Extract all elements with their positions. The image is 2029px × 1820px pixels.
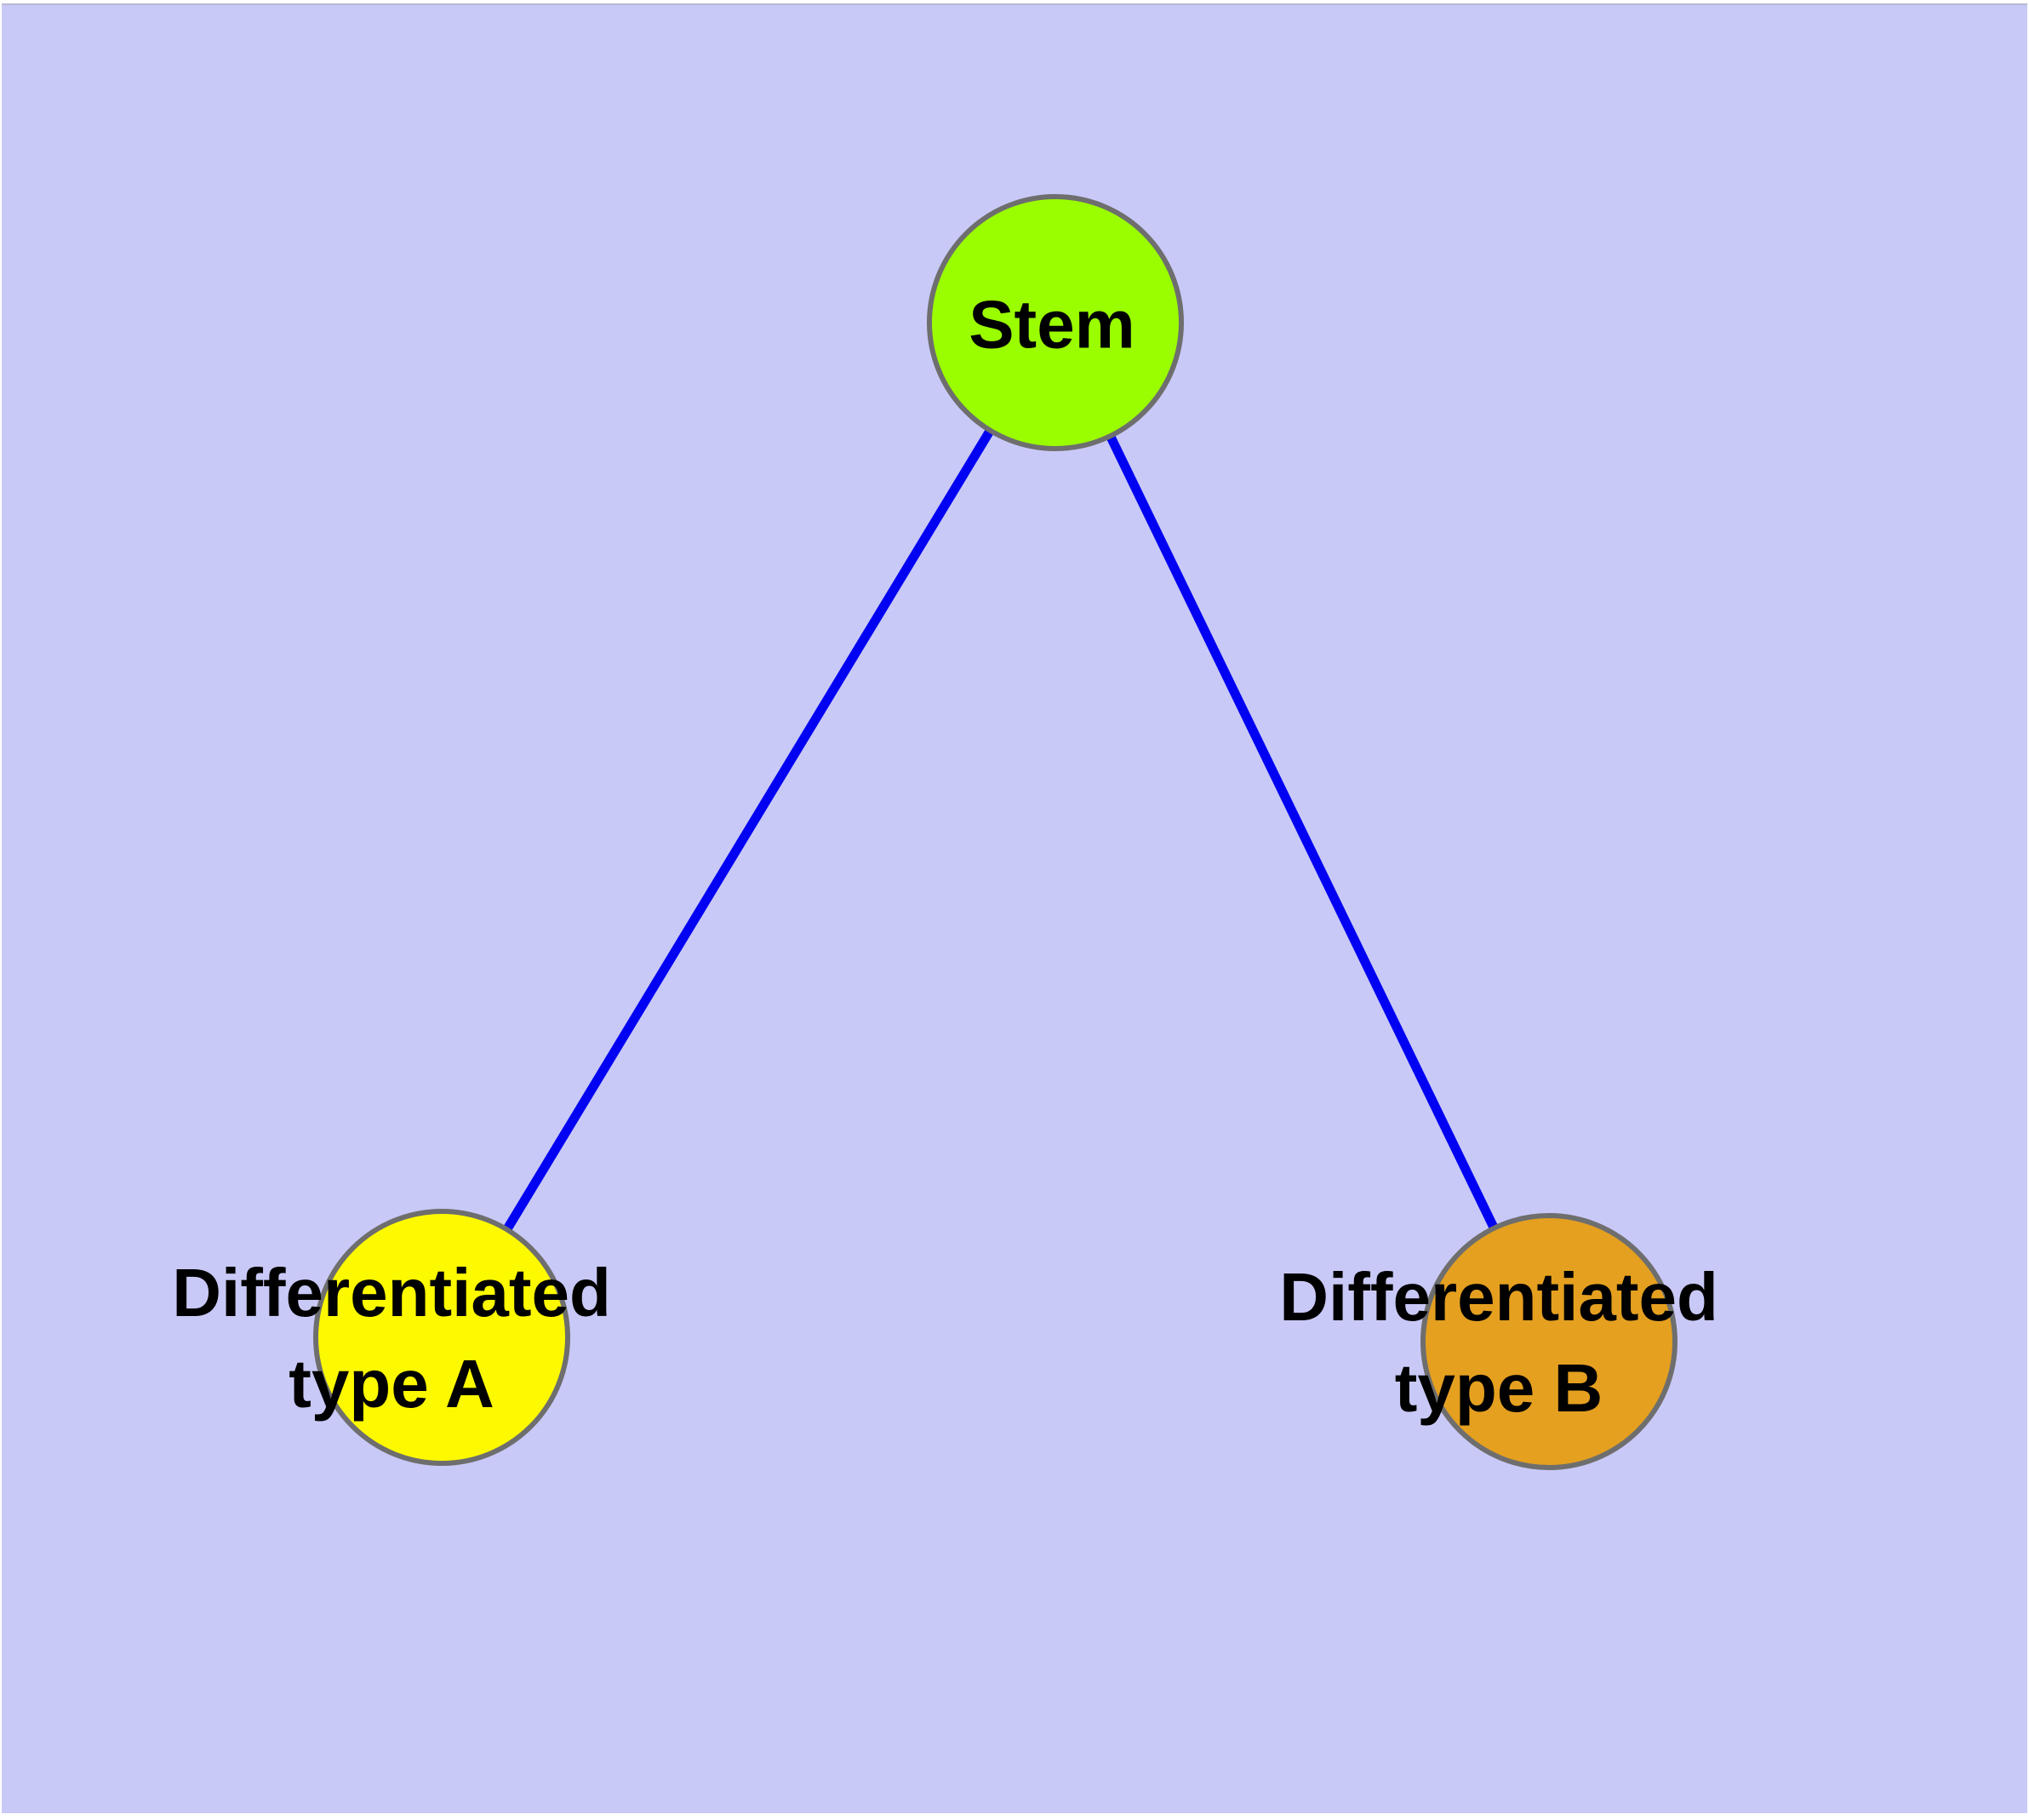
node-differentiated-type-a-label-line-1: Differentiated (172, 1255, 611, 1331)
node-differentiated-type-b-label-line-1: Differentiated (1279, 1259, 1718, 1335)
node-stem-label: Stem (969, 279, 1135, 370)
node-differentiated-type-a-label-line-2: type A (289, 1346, 494, 1422)
node-differentiated-type-a (313, 1209, 570, 1466)
edge-stem-to-type-a (437, 320, 1060, 1340)
node-differentiated-type-a-label: Differentiated type A (172, 1247, 611, 1429)
node-differentiated-type-b-label-line-2: type B (1394, 1350, 1603, 1426)
edge-stem-to-type-b (1051, 320, 1553, 1344)
edges-layer (437, 320, 1553, 1344)
node-stem (927, 194, 1184, 451)
node-stem-label-line-1: Stem (969, 286, 1135, 363)
node-differentiated-type-b-label: Differentiated type B (1279, 1251, 1718, 1434)
node-differentiated-type-b (1420, 1213, 1677, 1470)
